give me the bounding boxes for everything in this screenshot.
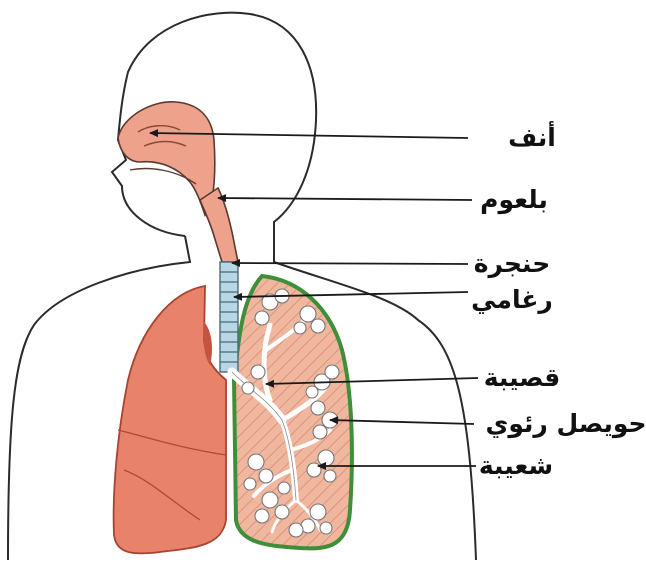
label-bronchus: قصيبة — [484, 363, 561, 392]
nasal-cavity — [118, 102, 215, 215]
label-trachea: رغامي — [471, 285, 553, 314]
trachea-tube — [220, 262, 238, 372]
label-larynx: حنجرة — [474, 249, 551, 279]
label-pharynx: بلعوم — [480, 185, 548, 215]
arrow-pharynx — [218, 198, 472, 200]
pharynx-larynx — [200, 188, 238, 262]
label-nose: أنف — [508, 121, 556, 152]
label-alveolus: حويصل رئوي — [485, 409, 646, 439]
left-lung — [114, 286, 226, 553]
arrow-larynx — [232, 263, 468, 264]
label-bronchiole: شعيبة — [479, 451, 553, 480]
